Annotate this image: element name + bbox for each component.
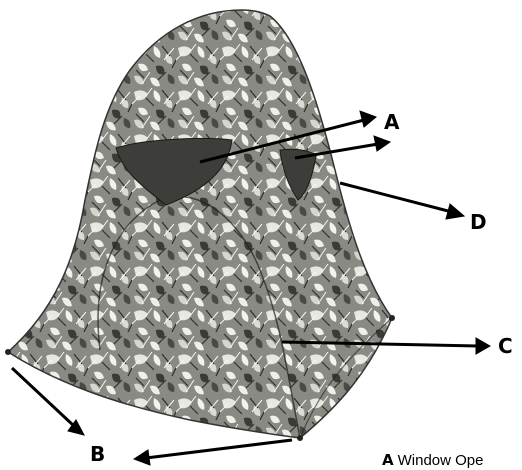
callout-c: C [498, 336, 513, 356]
legend-text: Window Ope [398, 452, 484, 469]
callout-a: A [384, 112, 399, 132]
callout-d: D [470, 212, 487, 232]
callout-b: B [90, 444, 105, 464]
arrow-d [340, 183, 452, 212]
stake-point [389, 315, 395, 321]
legend-letter: A [382, 451, 394, 469]
tent-body [8, 10, 392, 438]
stake-point [297, 435, 303, 441]
stake-point [5, 349, 11, 355]
arrow-b-right [146, 440, 292, 458]
